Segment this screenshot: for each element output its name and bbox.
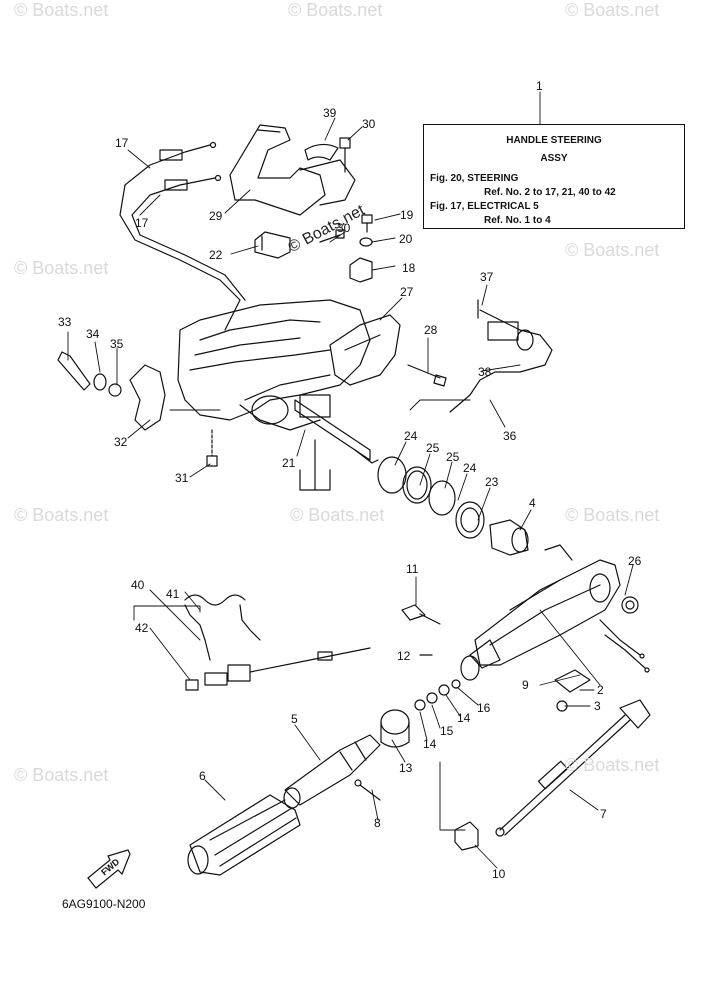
bolt-28 [407, 364, 447, 387]
rod-7 [495, 699, 651, 837]
cover-27 [329, 314, 401, 386]
left-parts [57, 351, 166, 431]
watermark: © Boats.net [290, 505, 385, 525]
callout-23: 23 [485, 475, 499, 489]
leader-lines [67, 91, 634, 869]
callout-27: 27 [400, 285, 414, 299]
ref-line4: Ref. No. 1 to 4 [484, 215, 551, 226]
callout-5: 5 [291, 712, 298, 726]
steering-arm [460, 544, 639, 681]
callout-8: 8 [374, 816, 381, 830]
callout-37: 37 [480, 270, 494, 284]
cable-36 [449, 299, 553, 413]
watermark: © Boats.net [14, 0, 109, 20]
screw-11 [401, 604, 441, 625]
ref-title-line2: ASSY [540, 153, 568, 164]
callout-12: 12 [397, 649, 411, 663]
callout-17b: 17 [135, 216, 149, 230]
reference-box: HANDLE STEERING ASSY Fig. 20, STEERING R… [423, 124, 685, 229]
callout-42: 42 [135, 621, 149, 635]
watermark: © Boats.net [565, 755, 660, 775]
callout-39: 39 [323, 106, 337, 120]
stop-switch [184, 594, 371, 691]
bushing-4 [489, 519, 529, 556]
bolt-31 [206, 429, 218, 467]
callout-10: 10 [492, 867, 506, 881]
small-parts [380, 654, 461, 748]
bolt-30-mid [319, 229, 345, 243]
callout-40: 40 [131, 578, 145, 592]
callout-13: 13 [399, 761, 413, 775]
callout-21: 21 [282, 456, 296, 470]
callout-14a: 14 [423, 737, 437, 751]
diagram-code: 6AG9100-N200 [62, 897, 146, 911]
grip-tube-5 [283, 734, 381, 809]
main-bracket [177, 299, 371, 491]
clip-10 [454, 821, 479, 851]
callout-9: 9 [522, 678, 529, 692]
ref-line3: Fig. 17, ELECTRICAL 5 [430, 201, 539, 212]
callout-3: 3 [594, 699, 601, 713]
callout-14b: 14 [457, 711, 471, 725]
callout-7: 7 [600, 807, 607, 821]
arm-cables [599, 619, 650, 673]
callout-24b: 24 [463, 461, 477, 475]
watermark: © Boats.net [565, 505, 660, 525]
callout-41: 41 [166, 587, 180, 601]
callout-26: 26 [628, 554, 642, 568]
callout-38: 38 [478, 365, 492, 379]
throttle-cables [119, 141, 246, 331]
callout-18: 18 [402, 261, 416, 275]
callout-22: 22 [209, 248, 223, 262]
shaft-21 [294, 399, 379, 464]
callout-19: 19 [400, 208, 414, 222]
callout-25b: 25 [446, 450, 460, 464]
callout-30a: 30 [362, 117, 376, 131]
bolt-30-top [339, 137, 351, 173]
callout-28: 28 [424, 323, 438, 337]
watermark: © Boats.net [14, 765, 109, 785]
callout-33: 33 [58, 315, 72, 329]
watermark: © Boats.net [14, 258, 109, 278]
callout-34: 34 [86, 327, 100, 341]
ref-line2: Ref. No. 2 to 17, 21, 40 to 42 [484, 187, 616, 198]
grip-6 [187, 794, 301, 876]
watermark: © Boats.net [565, 240, 660, 260]
callout-29: 29 [209, 209, 223, 223]
bracket-22 [254, 231, 291, 259]
callout-1: 1 [536, 79, 543, 93]
washer-9 [554, 669, 591, 712]
callout-15: 15 [440, 724, 454, 738]
callout-4: 4 [529, 496, 536, 510]
callout-36: 36 [503, 429, 517, 443]
handle-bracket [229, 124, 356, 216]
piece-39 [304, 143, 339, 161]
callout-32: 32 [114, 435, 128, 449]
ref-title-line1: HANDLE STEERING [506, 135, 602, 146]
callout-35: 35 [110, 337, 124, 351]
screw-8 [354, 779, 381, 801]
callout-2: 2 [597, 683, 604, 697]
callout-25a: 25 [426, 441, 440, 455]
watermark: © Boats.net [14, 505, 109, 525]
callout-11: 11 [406, 562, 419, 576]
screw-19 [359, 214, 373, 247]
callout-24a: 24 [404, 429, 418, 443]
clip-18 [349, 257, 373, 283]
callout-30b: 30 [337, 221, 351, 235]
watermark: © Boats.net [288, 0, 383, 20]
ref-line1: Fig. 20, STEERING [430, 173, 519, 184]
watermark: © Boats.net [565, 0, 660, 20]
callout-17a: 17 [115, 136, 129, 150]
fwd-arrow [87, 849, 131, 889]
callout-6: 6 [199, 769, 206, 783]
callout-20: 20 [399, 232, 413, 246]
callout-16: 16 [477, 701, 491, 715]
rings [377, 456, 485, 539]
callout-31: 31 [175, 471, 189, 485]
